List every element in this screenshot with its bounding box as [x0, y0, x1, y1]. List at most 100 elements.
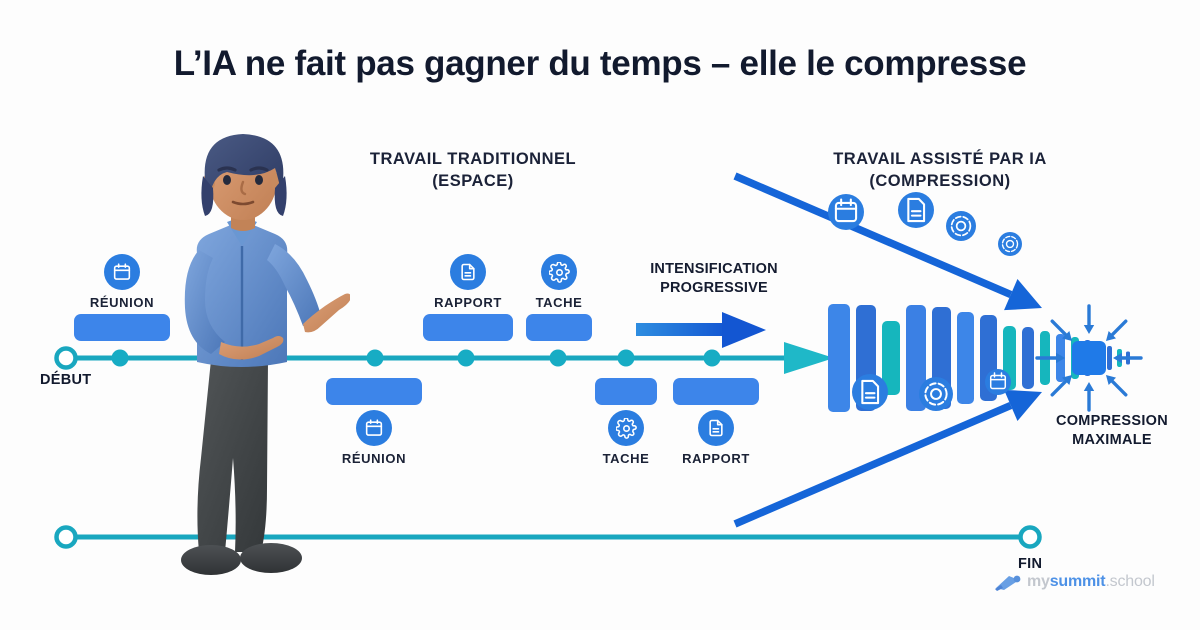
- task-item-rapport-1: RAPPORT: [414, 254, 522, 341]
- task-label: RÉUNION: [89, 295, 155, 310]
- compression-zone: [733, 172, 1143, 528]
- compression-bar-3: [882, 321, 900, 395]
- character-eyebrow-right: [249, 166, 269, 172]
- document-icon: [698, 410, 734, 446]
- task-bar: [423, 314, 513, 341]
- inward-arrow-8: [1050, 319, 1073, 342]
- inward-arrow-1: [1083, 304, 1095, 334]
- inward-arrow-3: [1113, 352, 1143, 364]
- timeline-start-label: DÉBUT: [40, 372, 92, 388]
- timeline-arrowhead: [784, 342, 834, 374]
- intensification-line1: INTENSIFICATION: [650, 261, 778, 277]
- compression-label-line1: COMPRESSION: [1055, 413, 1169, 429]
- character-shoe-right: [240, 543, 302, 573]
- timeline-node-3: [457, 349, 475, 367]
- page-title: L’IA ne fait pas gagner du temps – elle …: [173, 44, 1027, 83]
- converge-arrow-bottom: [733, 389, 1042, 528]
- task-bar: [74, 314, 170, 341]
- compression-bar-9: [1022, 327, 1034, 389]
- inward-arrow-6: [1050, 374, 1073, 397]
- character-illustration: [181, 134, 350, 575]
- gear-icon: [946, 211, 976, 241]
- character-eyebrow-left: [217, 166, 237, 172]
- gear-icon: [919, 377, 953, 411]
- watermark-school: .school: [1105, 573, 1155, 590]
- inward-arrow-4: [1105, 374, 1128, 397]
- calendar-icon: [104, 254, 140, 290]
- calendar-icon: [828, 194, 864, 230]
- bottom-timeline-end-node: [1018, 525, 1042, 549]
- inward-arrow-7: [1035, 352, 1065, 364]
- task-label: RAPPORT: [434, 295, 502, 310]
- timeline-node-1: [111, 349, 129, 367]
- calendar-icon: [985, 369, 1011, 395]
- main-timeline: [54, 342, 834, 374]
- bottom-timeline: [54, 525, 1042, 549]
- task-label: TACHE: [535, 295, 583, 310]
- timeline-node-4: [549, 349, 567, 367]
- character-eye-right: [255, 175, 263, 185]
- section-heading-traditional-line1: TRAVAIL TRADITIONNEL: [369, 150, 577, 168]
- character-arm-left: [184, 250, 225, 354]
- compression-bar-6: [957, 312, 974, 404]
- inward-arrow-5: [1083, 382, 1095, 412]
- task-item-tache-2: TACHE: [572, 378, 680, 466]
- task-item-tache-1: TACHE: [505, 254, 613, 341]
- character-mouth: [231, 200, 255, 206]
- watermark-logo: mysummit.school: [992, 572, 1155, 592]
- character-arm-right: [267, 244, 321, 326]
- intensification-line2: PROGRESSIVE: [660, 279, 768, 296]
- timeline-node-2: [366, 349, 384, 367]
- section-heading-ai-line1: TRAVAIL ASSISTÉ PAR IA: [833, 150, 1047, 168]
- gear-icon: [541, 254, 577, 290]
- timeline-end-label: FIN: [1018, 556, 1043, 572]
- gear-icon: [608, 410, 644, 446]
- compression-bar-1: [828, 304, 850, 412]
- task-bar: [595, 378, 657, 405]
- section-heading-traditional: TRAVAIL TRADITIONNEL (ESPACE): [328, 148, 618, 193]
- task-bar: [673, 378, 759, 405]
- section-heading-traditional-line2: (ESPACE): [432, 172, 514, 191]
- task-item-reunion-1: RÉUNION: [68, 254, 176, 341]
- task-bar: [526, 314, 592, 341]
- task-label: RAPPORT: [682, 451, 750, 466]
- watermark-my: my: [1027, 573, 1050, 590]
- compression-square-icon: [1072, 341, 1106, 375]
- calendar-icon: [356, 410, 392, 446]
- compression-max-label: COMPRESSION MAXIMALE: [1028, 412, 1196, 450]
- converge-arrow-top: [733, 172, 1042, 311]
- character-hair-right: [274, 176, 287, 216]
- watermark-summit: summit: [1049, 573, 1106, 590]
- watermark-text: mysummit.school: [1027, 573, 1155, 591]
- character-eye-left: [223, 175, 231, 185]
- telescope-icon: [995, 575, 1021, 591]
- right-arrow-icon: [636, 312, 766, 348]
- task-label: RÉUNION: [341, 451, 407, 466]
- compression-label-line2: MAXIMALE: [1072, 431, 1152, 448]
- character-shoe-left: [181, 545, 241, 575]
- character-hand-pointing: [303, 293, 350, 333]
- character-hand-lower: [219, 336, 284, 360]
- gear-icon: [998, 232, 1022, 256]
- task-item-reunion-2: RÉUNION: [320, 378, 428, 466]
- inward-arrow-2: [1105, 319, 1128, 342]
- compression-bar-15: [1107, 346, 1112, 370]
- bottom-timeline-start-node: [54, 525, 78, 549]
- character-hair-left: [201, 176, 214, 216]
- timeline-start-node: [54, 346, 78, 370]
- character-legs: [197, 360, 268, 552]
- document-icon: [852, 374, 888, 410]
- intensification-label: INTENSIFICATION PROGRESSIVE: [628, 260, 800, 298]
- document-icon: [898, 192, 934, 228]
- character-hair: [204, 134, 284, 202]
- task-bar: [326, 378, 422, 405]
- document-icon: [450, 254, 486, 290]
- section-heading-ai-line2: (COMPRESSION): [869, 172, 1011, 191]
- compression-bar-4: [906, 305, 926, 411]
- task-label: TACHE: [602, 451, 650, 466]
- task-item-rapport-2: RAPPORT: [662, 378, 770, 466]
- timeline-node-5: [617, 349, 635, 367]
- character-nose: [240, 180, 247, 196]
- timeline-node-6: [703, 349, 721, 367]
